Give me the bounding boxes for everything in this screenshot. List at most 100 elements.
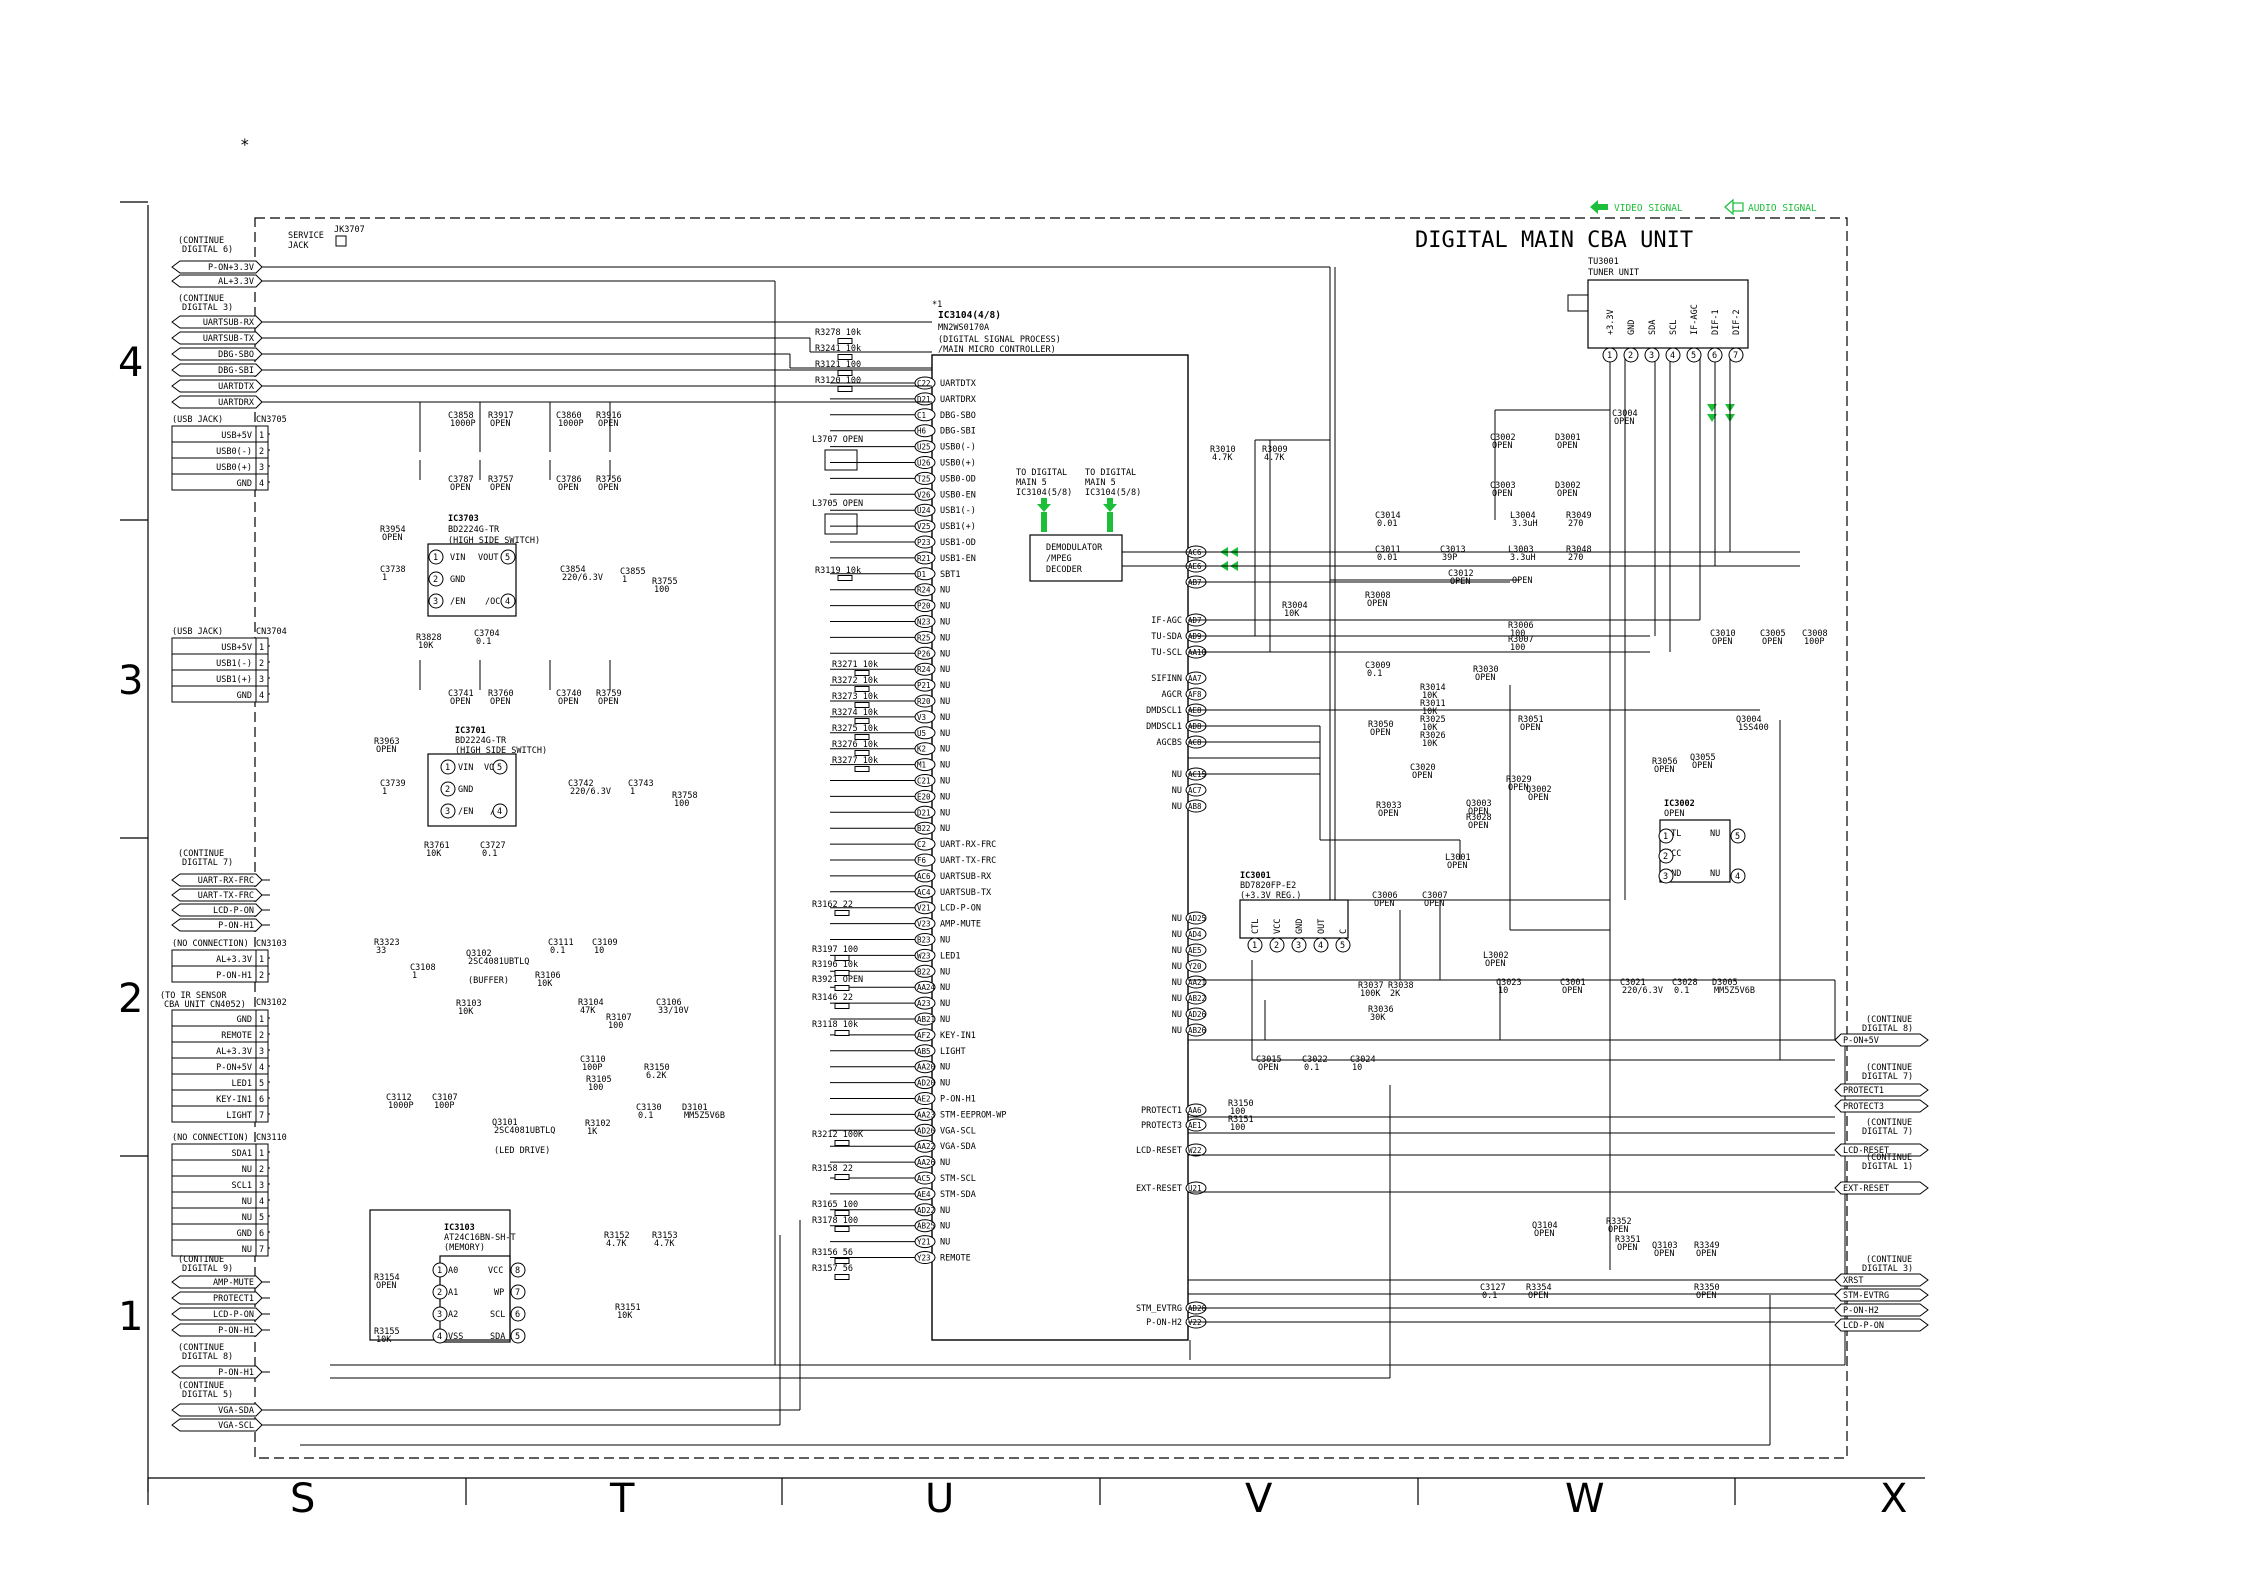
cn3704-pin-number: 1 <box>259 643 264 653</box>
component-value: 10K <box>537 979 553 989</box>
rcont3r-line <box>1834 1288 1929 1302</box>
component-ref: C3130 <box>636 1103 662 1113</box>
ic3703-part: BD2224G-TR <box>448 525 500 535</box>
tuner-pin-name: +3.3V <box>1606 309 1616 335</box>
tuner-pin-name: SDA <box>1648 320 1658 335</box>
ic-pin-number: 2 <box>437 1288 442 1298</box>
row-label-3: 3 <box>118 658 143 704</box>
ic-pin-number: 5 <box>1735 832 1740 842</box>
cn3704-label: (USB JACK) <box>172 627 223 637</box>
ic3104-pin-number: AA24 <box>917 983 936 992</box>
cn3110-pin-name: SCL1 <box>232 1181 252 1191</box>
ic3703-gnd: GND <box>450 575 465 585</box>
ic3701-part: BD2224G-TR <box>455 736 507 746</box>
service-jack-icon <box>335 235 347 247</box>
ic3001-pin-name: CTL <box>1251 919 1261 934</box>
ic3001-part: BD7820FP-E2 <box>1240 881 1296 891</box>
component-value: 10 <box>594 946 604 956</box>
tuner-pin-number: 7 <box>1733 351 1738 361</box>
component-ref: C3002 <box>1490 433 1516 443</box>
component-ref: C3742 <box>568 779 594 789</box>
ic3703-desc: (HIGH SIDE SWITCH) <box>448 536 540 546</box>
component-value: MM5Z5V6B <box>684 1111 725 1121</box>
component-value: 0.1 <box>1674 986 1689 996</box>
cont6-l1: (CONTINUE <box>178 236 224 246</box>
series-resistor-label: R3162 22 <box>812 900 853 910</box>
component-ref: R3038 <box>1388 981 1414 991</box>
ic-pin-circle <box>492 803 508 819</box>
series-resistor-label: R3921 OPEN <box>812 975 863 985</box>
cn3110-pin-number: 7 <box>259 1245 264 1255</box>
ic3104-pin-name: SBT1 <box>940 570 960 580</box>
component-value: OPEN <box>1475 673 1495 683</box>
ic3104-pin-number: AA26 <box>917 1158 936 1167</box>
tuner-pin-circle <box>1686 347 1702 363</box>
component-ref: R3916 <box>596 411 622 421</box>
rcont3r-line <box>1834 1318 1929 1332</box>
component-ref: C3854 <box>560 565 586 575</box>
component-ref: Q3102 <box>466 949 492 959</box>
component-value: OPEN <box>1696 1249 1716 1259</box>
component-ref: C3023 <box>1496 978 1522 988</box>
ic3104-pin-name: NU <box>1172 930 1182 940</box>
ic3701-en: /EN <box>458 807 473 817</box>
component-value: 4.7K <box>606 1239 627 1249</box>
ic-pin-number: 1 <box>437 1266 442 1276</box>
component-ref: C3020 <box>1410 763 1436 773</box>
component-ref: R3150 <box>644 1063 670 1073</box>
ic-pin-circle <box>440 803 456 819</box>
component-value: 1 <box>382 787 387 797</box>
ic3104-pin-name: AMP-MUTE <box>940 920 981 930</box>
rcont7a-line <box>1834 1099 1929 1113</box>
ic3104-pin-name: LED1 <box>940 951 960 961</box>
ic3104-pin-circle <box>1185 783 1207 797</box>
tuner-pin-number: 5 <box>1691 351 1696 361</box>
component-ref: R3106 <box>535 971 561 981</box>
ic3104-pin-name: EXT-RESET <box>1136 1184 1182 1194</box>
component-ref: C3743 <box>628 779 654 789</box>
tuner-desc: TUNER UNIT <box>1588 268 1639 278</box>
ic3001: IC3001 BD7820FP-E2 (+3.3V REG.) <box>1239 871 1349 939</box>
series-resistor-label: R3146 22 <box>812 993 853 1003</box>
ic3104-pin-circle <box>1185 1007 1207 1021</box>
component-value: OPEN <box>1608 1225 1628 1235</box>
component-value: 1 <box>630 787 635 797</box>
ic3104-pin-name: NU <box>940 792 950 802</box>
ic3104-pin-name: IF-AGC <box>1151 616 1182 626</box>
ic3104-pin-name: DMDSCL1 <box>1146 706 1182 716</box>
component-value: OPEN <box>1447 861 1467 871</box>
component-value: 270 <box>1568 553 1583 563</box>
component-ref: R3758 <box>672 791 698 801</box>
component-ref: R3011 <box>1420 699 1446 709</box>
ic-pin-number: 5 <box>515 1332 520 1342</box>
cont3-line-label: DBG-SBI <box>218 366 254 376</box>
component-ref: R3963 <box>374 737 400 747</box>
ic3001-pin-name: C <box>1339 929 1349 934</box>
component-value: 2SC4081UBTLQ <box>494 1126 555 1136</box>
unit-title: DIGITAL MAIN CBA UNIT <box>1415 228 1693 253</box>
ic3104-pin-number: R24 <box>917 586 931 595</box>
ic3104-pin-number: AD26 <box>917 1126 936 1135</box>
component-value: OPEN <box>1534 1229 1554 1239</box>
ic3104-pin-number: V25 <box>917 522 931 531</box>
component-ref: C3855 <box>620 567 646 577</box>
ic3104-pin-name: STM-EEPROM-WP <box>940 1110 1007 1120</box>
component-ref: R3014 <box>1420 683 1446 693</box>
tuner-pin-circle <box>1623 347 1639 363</box>
component-value: 1000P <box>450 419 476 429</box>
to-digital-2-l1: TO DIGITAL <box>1085 468 1136 478</box>
component-ref: R3033 <box>1376 801 1402 811</box>
ic-pin-number: 1 <box>1252 941 1257 951</box>
component-value: OPEN <box>382 533 402 543</box>
ic3104-pin-number: AA7 <box>1188 674 1202 683</box>
ic3002-nu1: NU <box>1710 829 1720 839</box>
ic3104-pin-name: NU <box>940 936 950 946</box>
cont9-line-label: LCD-P-ON <box>213 1310 254 1320</box>
component-value: 100 <box>1230 1107 1245 1117</box>
component-value: 0.1 <box>638 1111 653 1121</box>
ic3104-pin-name: NU <box>940 999 950 1009</box>
ic-pin-number: 1 <box>433 553 438 563</box>
ic3104-pin-name: NU <box>1172 914 1182 924</box>
cont7-line-label: P-ON-H1 <box>218 921 254 931</box>
service-jack-l1: SERVICE <box>288 231 324 241</box>
